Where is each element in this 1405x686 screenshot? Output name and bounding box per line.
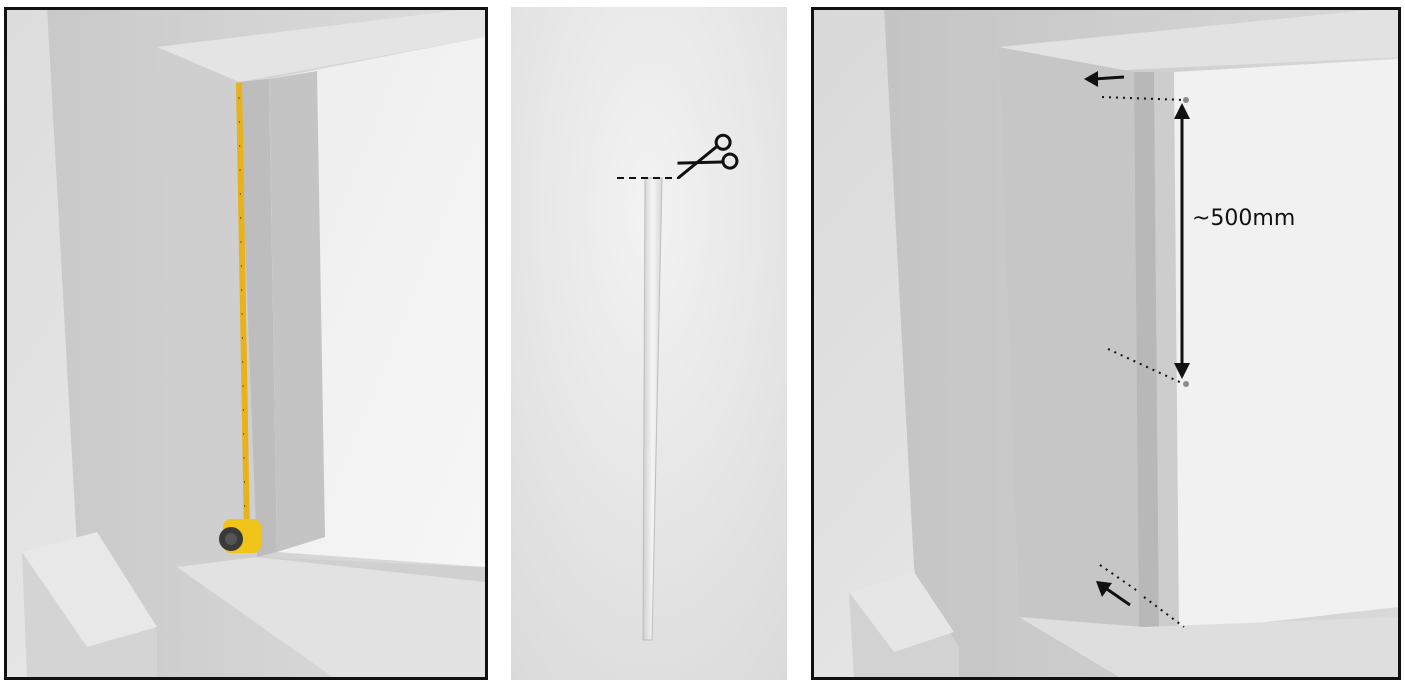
screw-point-mid xyxy=(1183,381,1189,387)
panel-fix xyxy=(814,7,1398,680)
measure-illustration xyxy=(7,7,485,680)
dimension-label: ~500mm xyxy=(1192,206,1295,231)
screw-point-top xyxy=(1183,97,1189,103)
panel-measure xyxy=(7,7,485,680)
cut-illustration xyxy=(511,7,787,680)
fix-illustration xyxy=(814,7,1398,680)
panel-cut xyxy=(511,7,787,680)
tape-measure-icon xyxy=(219,519,261,553)
